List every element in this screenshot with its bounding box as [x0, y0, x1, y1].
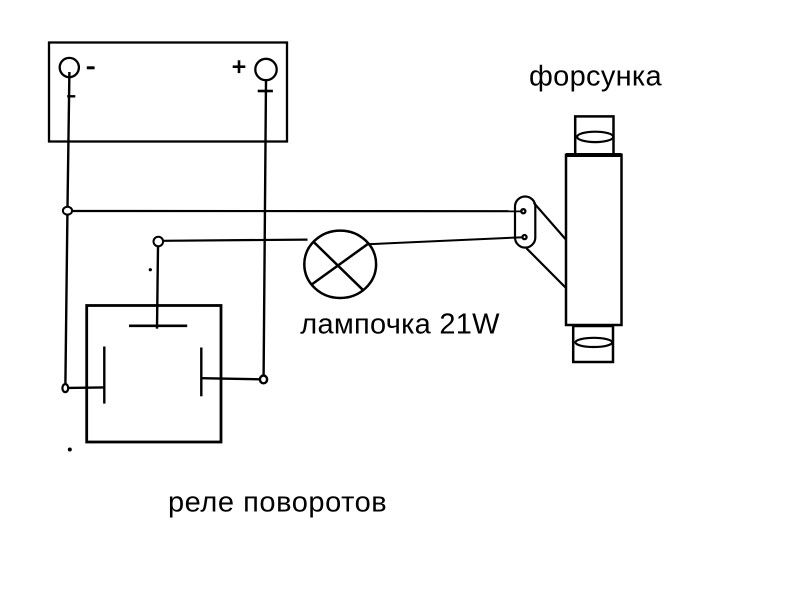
svg-text:форсунка: форсунка [529, 61, 663, 93]
svg-text:реле поворотов: реле поворотов [168, 486, 387, 518]
svg-text:лампочка 21W: лампочка 21W [300, 308, 500, 340]
